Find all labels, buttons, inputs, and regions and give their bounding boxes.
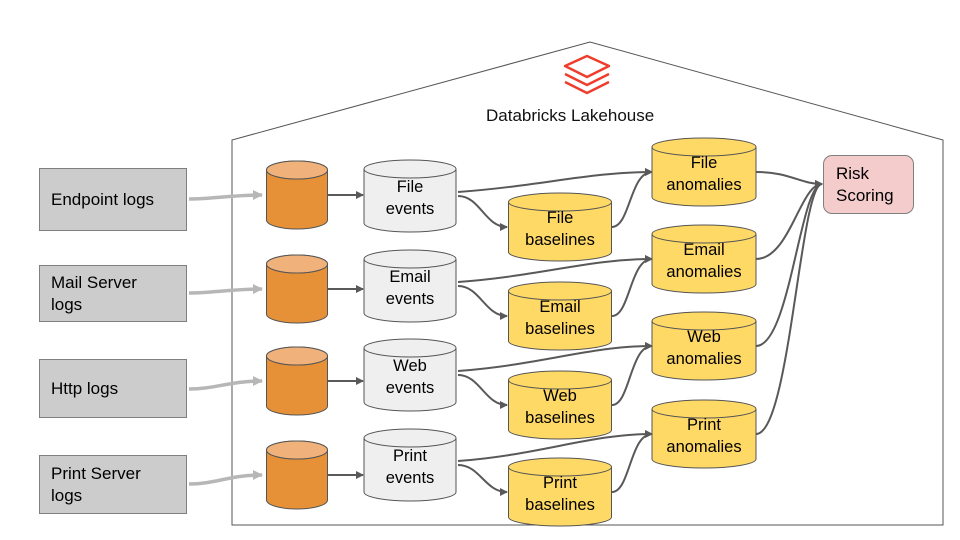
flow-arrow [611, 168, 653, 228]
source-http-logs: Http logs [39, 359, 187, 418]
anomalies-store: File anomalies [651, 137, 757, 207]
flow-arrow [755, 180, 823, 347]
raw-store [266, 440, 328, 510]
raw-store [266, 346, 328, 416]
ingest-arrow [188, 376, 263, 391]
ingest-arrow [188, 190, 263, 201]
events-store: File events [363, 159, 457, 233]
store-label: Email [539, 298, 580, 316]
store-label: anomalies [666, 263, 741, 281]
source-label: Print Server logs [51, 463, 141, 505]
store-label: File [397, 178, 424, 196]
brand-name: Databricks Lakehouse [486, 106, 655, 125]
store-label: events [386, 290, 435, 308]
risk-scoring-box: Risk Scoring [823, 155, 914, 214]
store-label: Email [389, 268, 430, 286]
flow-arrow [457, 464, 508, 496]
anomalies-store: Web anomalies [651, 311, 757, 381]
flow-arrow [457, 255, 653, 283]
baselines-store: Web baselines [508, 370, 612, 440]
store-label: Print [543, 474, 577, 492]
source-print-server-logs: Print Server logs [39, 455, 187, 514]
risk-scoring-label: Risk Scoring [836, 163, 894, 205]
flow-arrow [457, 195, 508, 231]
flow-arrow [755, 180, 823, 435]
store-label: baselines [525, 409, 595, 427]
ingest-arrow [188, 284, 263, 295]
databricks-layers-icon [563, 54, 611, 95]
lakehouse-house-outline [231, 41, 944, 526]
ingest-arrow [188, 470, 263, 486]
store-label: Web [543, 387, 577, 405]
store-label: baselines [525, 320, 595, 338]
source-endpoint-logs: Endpoint logs [39, 168, 187, 231]
store-label: anomalies [666, 176, 741, 194]
flow-arrow [457, 430, 653, 462]
store-label: Web [687, 328, 721, 346]
raw-store [266, 160, 328, 230]
flow-arrows [188, 168, 823, 496]
store-label: File [691, 154, 718, 172]
source-label: Endpoint logs [51, 189, 155, 209]
source-label: Http logs [51, 378, 119, 398]
store-label: Email [683, 241, 724, 259]
flow-arrow [611, 342, 653, 406]
anomalies-store: Print anomalies [651, 399, 757, 469]
baselines-store: Email baselines [508, 281, 612, 351]
events-store: Email events [363, 249, 457, 323]
store-label: baselines [525, 231, 595, 249]
baselines-store: Print baselines [508, 457, 612, 527]
events-store: Print events [363, 428, 457, 502]
store-label: baselines [525, 496, 595, 514]
store-label: Web [393, 357, 427, 375]
flow-arrow [457, 168, 653, 193]
flow-arrow [457, 285, 508, 320]
store-label: Print [393, 447, 427, 465]
flow-arrow [457, 342, 653, 372]
store-label: events [386, 469, 435, 487]
raw-store [266, 254, 328, 324]
flow-arrow [457, 374, 508, 409]
baselines-store: File baselines [508, 192, 612, 262]
store-label: Print [687, 416, 721, 434]
events-store: Web events [363, 338, 457, 412]
store-label: anomalies [666, 350, 741, 368]
store-label: anomalies [666, 438, 741, 456]
store-label: events [386, 379, 435, 397]
anomalies-store: Email anomalies [651, 224, 757, 294]
flow-arrow [611, 255, 653, 317]
store-label: File [547, 209, 574, 227]
store-label: events [386, 200, 435, 218]
flow-arrow [755, 171, 823, 188]
flow-arrow [611, 430, 653, 493]
source-mail-server-logs: Mail Server logs [39, 265, 187, 322]
source-label: Mail Server logs [51, 272, 137, 314]
